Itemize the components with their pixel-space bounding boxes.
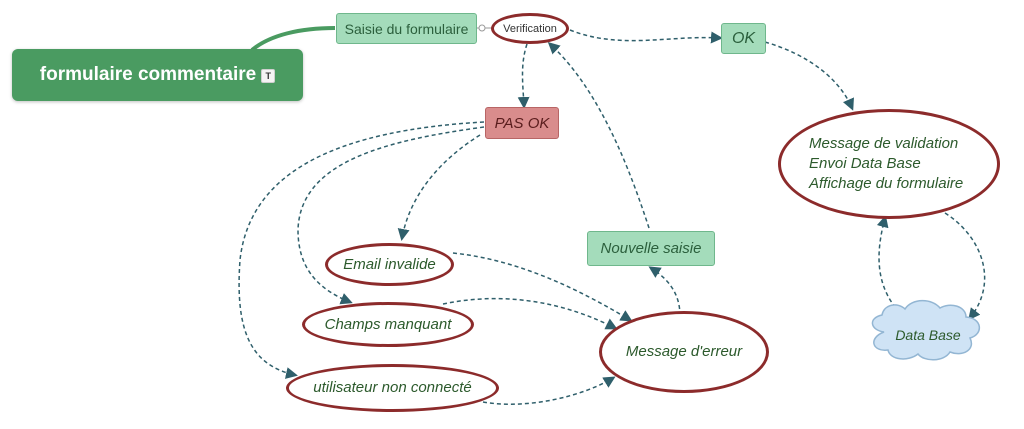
validation-line-1: Message de validation xyxy=(809,135,959,152)
email-invalide-ellipse[interactable]: Email invalide xyxy=(325,243,454,286)
data-base-label: Data Base xyxy=(895,327,961,343)
pas-ok-label: PAS OK xyxy=(494,114,550,132)
arrow-email-erreur xyxy=(452,252,633,322)
utilisateur-label: utilisateur non connecté xyxy=(313,379,472,396)
collapse-toggle[interactable] xyxy=(478,24,486,32)
saisie-topic[interactable]: Saisie du formulaire xyxy=(336,13,477,44)
nouvelle-saisie-topic[interactable]: Nouvelle saisie xyxy=(587,231,715,266)
arrow-validation-database xyxy=(944,212,986,321)
arrow-erreur-nouvelle xyxy=(648,266,681,317)
arrow-database-validation xyxy=(876,215,906,319)
arrow-pasok-champs xyxy=(297,126,485,305)
data-base-topic[interactable]: Data Base xyxy=(878,322,978,348)
nouvelle-saisie-label: Nouvelle saisie xyxy=(600,240,702,257)
champs-manquant-label: Champs manquant xyxy=(324,315,452,333)
root-connector xyxy=(250,26,336,52)
data-base-cloud xyxy=(871,299,980,361)
arrow-ok-validation xyxy=(764,41,854,111)
verification-label: Verification xyxy=(503,22,557,35)
note-icon[interactable]: T xyxy=(261,69,276,83)
message-erreur-ellipse[interactable]: Message d'erreur xyxy=(599,311,769,393)
saisie-label: Saisie du formulaire xyxy=(344,20,469,37)
pas-ok-topic[interactable]: PAS OK xyxy=(485,107,559,139)
root-label: formulaire commentaire xyxy=(39,64,257,85)
validation-line-2: Envoi Data Base xyxy=(809,155,921,172)
arrow-champs-erreur xyxy=(442,297,618,330)
ok-topic[interactable]: OK xyxy=(721,23,766,54)
email-invalide-label: Email invalide xyxy=(343,255,436,273)
arrow-verification-pasok xyxy=(517,43,530,109)
arrow-verification-ok xyxy=(569,29,723,44)
arrow-pasok-email xyxy=(397,134,481,241)
arrow-pasok-utilisateur xyxy=(238,121,485,379)
validation-line-3: Affichage du formulaire xyxy=(809,175,964,192)
root-topic[interactable]: formulaire commentaire T xyxy=(12,49,303,101)
message-erreur-label: Message d'erreur xyxy=(625,343,743,360)
validation-ellipse[interactable]: Message de validation Envoi Data Base Af… xyxy=(778,109,1000,219)
champs-manquant-ellipse[interactable]: Champs manquant xyxy=(302,302,474,347)
arrow-utilisateur-erreur xyxy=(482,376,616,405)
utilisateur-ellipse[interactable]: utilisateur non connecté xyxy=(286,364,499,412)
ok-label: OK xyxy=(731,29,756,47)
verification-ellipse[interactable]: Verification xyxy=(491,13,569,44)
arrow-nouvelle-verification xyxy=(547,41,650,229)
